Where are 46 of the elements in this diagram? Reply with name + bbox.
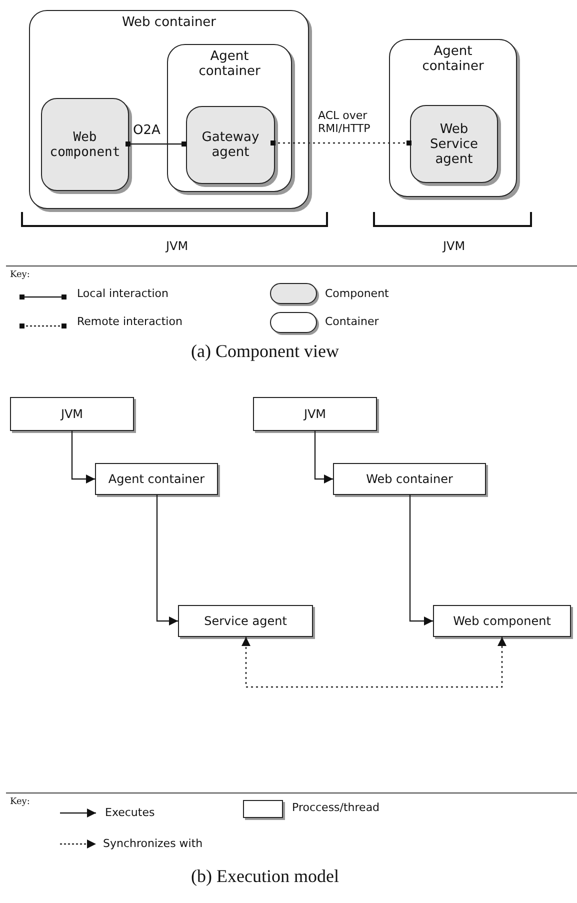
legend-label: Container [325,315,379,328]
process-box [333,463,486,495]
dotted-connector [270,140,412,146]
node-label: JVM [60,407,84,421]
node-label: Agent container [108,472,205,486]
legend-label: Component [325,287,389,300]
caption: (b) Execution model [191,866,339,887]
node-label: Web component [453,614,551,628]
process-box [10,397,134,431]
legend-label: Executes [105,806,155,819]
key-heading: Key: [10,270,30,280]
legend-label: Remote interaction [77,315,182,328]
node-label: JVM [304,407,326,421]
edge-label: ACL over RMI/HTTP [318,109,372,135]
node-label: Gateway agent [200,130,260,160]
edge-label: O2A [133,123,160,138]
node-label: Service agent [204,614,287,628]
legend-label: Synchronizes with [103,837,203,850]
dotted-connector [242,637,506,688]
container-box [389,39,517,197]
node-label: Web Service agent [428,122,480,166]
connector [156,495,178,626]
process-box [95,463,218,495]
component-box [41,98,129,191]
container-box [167,44,292,192]
caption: (a) Component view [191,341,339,362]
connector [314,431,333,484]
connector [126,142,186,146]
node-label: Web component [48,130,122,160]
container-title: Agent container [198,49,262,79]
connector [409,495,433,626]
process-box [433,605,571,637]
component-box [410,105,498,183]
legend-label: Proccess/thread [292,801,380,814]
container-title: Web container [120,15,218,30]
bracket-label: JVM [443,239,466,253]
connector [71,431,95,484]
process-box [178,605,313,637]
node-label: Web container [366,472,453,486]
bracket-label: JVM [166,239,188,253]
key-heading: Key: [10,797,30,807]
container-title: Agent container [421,44,485,74]
legend-label: Local interaction [77,287,168,300]
container-box [29,10,309,209]
component-box [186,106,275,184]
process-box [253,397,377,431]
